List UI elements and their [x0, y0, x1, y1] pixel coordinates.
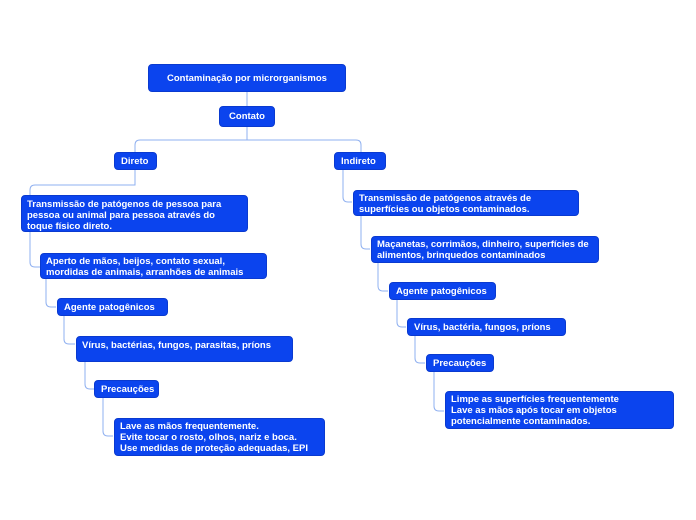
link-precautions-text [102, 398, 113, 437]
link-agents-list-i [396, 300, 406, 328]
direct-agents-node[interactable]: Vírus, bactérias, fungos, parasitas, prí… [76, 336, 293, 362]
indirect-agents-label-node[interactable]: Agente patogênicos [389, 282, 496, 300]
indirect-examples-node[interactable]: Maçanetas, corrimãos, dinheiro, superfíc… [371, 236, 599, 263]
indirect-definition-node[interactable]: Transmissão de patógenos através de supe… [353, 190, 579, 216]
link-definition-examples-i [360, 216, 370, 250]
link-definition-examples [29, 232, 40, 268]
direct-node[interactable]: Direto [114, 152, 157, 170]
link-contato-direto [134, 127, 248, 152]
direct-examples-node[interactable]: Aperto de mãos, beijos, contato sexual, … [40, 253, 267, 279]
contact-node[interactable]: Contato [219, 106, 275, 127]
indirect-node[interactable]: Indireto [334, 152, 386, 170]
indirect-precautions-node[interactable]: Limpe as superfícies frequentemente Lave… [445, 391, 674, 429]
direct-agents-label-node[interactable]: Agente patogênicos [57, 298, 168, 316]
link-contato-indireto [247, 139, 362, 152]
direct-precautions-node[interactable]: Lave as mãos frequentemente. Evite tocar… [114, 418, 325, 456]
direct-definition-node[interactable]: Transmissão de patógenos de pessoa para … [21, 195, 248, 232]
link-examples-agents-i [377, 263, 388, 292]
indirect-agents-node[interactable]: Vírus, bactéria, fungos, príons [407, 318, 566, 336]
direct-precautions-label-node[interactable]: Precauções [94, 380, 159, 398]
link-agents-list [63, 316, 75, 345]
link-list-precautions-i [414, 336, 425, 364]
link-precautions-text-i [433, 372, 444, 412]
link-indireto-definition [342, 170, 352, 203]
root-node[interactable]: Contaminação por microrganismos [148, 64, 346, 92]
link-list-precautions [84, 362, 94, 390]
link-direto-definition [29, 170, 136, 195]
link-examples-agents [45, 279, 56, 308]
indirect-precautions-label-node[interactable]: Precauções [426, 354, 494, 372]
